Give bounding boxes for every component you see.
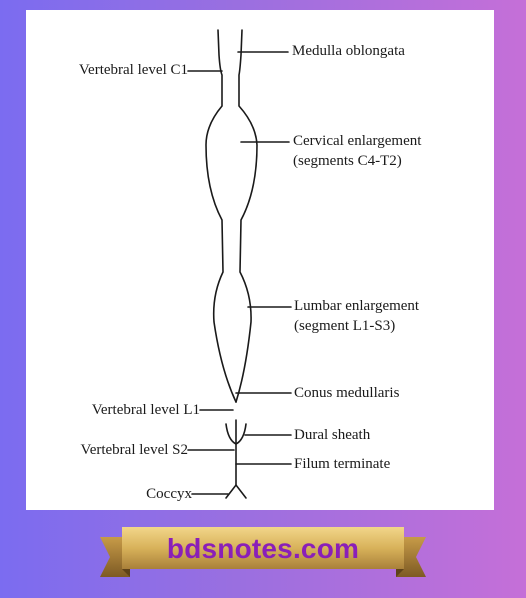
label-cervical-enlargement: Cervical enlargement: [293, 133, 422, 149]
label-cervical-segments: (segments C4-T2): [293, 153, 402, 169]
spinal-cord-diagram: [187, 29, 292, 499]
label-coccyx: Coccyx: [146, 486, 192, 502]
label-medulla-oblongata: Medulla oblongata: [292, 43, 405, 59]
label-lumbar-segments: (segment L1-S3): [294, 318, 396, 334]
cord-outline-right: [235, 29, 258, 403]
label-conus-medullaris: Conus medullaris: [294, 385, 400, 401]
label-vertebral-s2: Vertebral level S2: [80, 442, 188, 458]
label-vertebral-c1: Vertebral level C1: [78, 62, 188, 78]
label-lumbar-enlargement: Lumbar enlargement: [294, 298, 420, 314]
label-filum-terminate: Filum terminate: [294, 456, 391, 472]
cord-outline-left: [205, 29, 237, 403]
coccyx-shape: [225, 483, 247, 499]
label-dural-sheath: Dural sheath: [294, 427, 371, 443]
banner-ribbon-shape: [100, 527, 426, 577]
banner-site-name[interactable]: bdsnotes.com: [166, 533, 360, 564]
site-banner: bdsnotes.com: [100, 525, 426, 585]
label-vertebral-l1: Vertebral level L1: [91, 402, 200, 418]
diagram-panel: Medulla oblongata Cervical enlargement (…: [26, 10, 494, 510]
